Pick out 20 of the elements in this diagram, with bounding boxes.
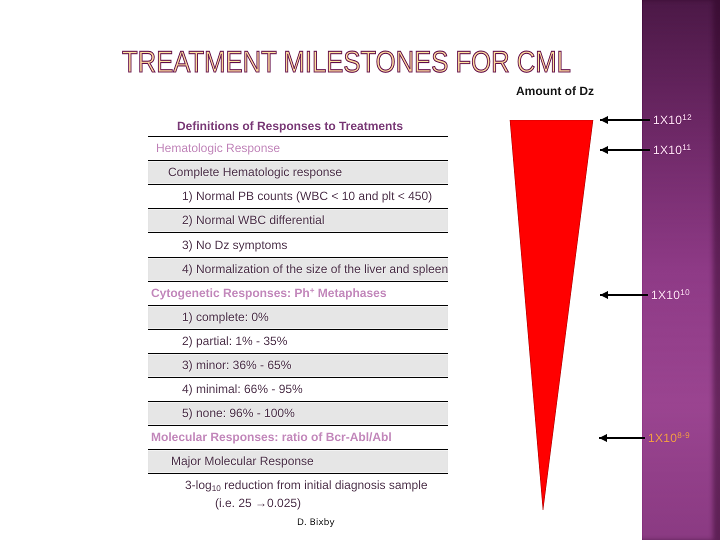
table-cell: Complete Hematologic response (148, 161, 448, 185)
magnitude-label: 1X10$^{8-9}$ (648, 431, 690, 445)
table-cell: Major Molecular Response (148, 450, 448, 474)
magnitude-label: 1X10$^{12}$ (653, 113, 692, 127)
magnitude-label: 1X10$^{10}$ (651, 288, 690, 302)
arrow (600, 146, 650, 154)
arrow (599, 434, 645, 442)
table-cell: 4) Normalization of the size of the liver and spleen (148, 258, 448, 282)
arrow (600, 116, 650, 124)
slide-title: TREATMENT MILESTONES FOR CML (122, 46, 571, 80)
axis-heading: Amount of Dz (516, 84, 594, 98)
author-credit: D. Bixby (297, 518, 335, 528)
table-cell: 3) minor: 36% - 65% (148, 354, 448, 378)
table-cell: 2) Normal WBC differential (148, 209, 448, 233)
table-cell: Hematologic Response (148, 136, 448, 161)
magnitude-label: 1X10$^{11}$ (653, 143, 692, 157)
table-heading: Definitions of Responses to Treatments (177, 119, 404, 133)
table-cell: 5) none: 96% - 100% (148, 402, 448, 426)
arrow (600, 291, 648, 299)
table-cell: 1) complete: 0% (148, 306, 448, 330)
